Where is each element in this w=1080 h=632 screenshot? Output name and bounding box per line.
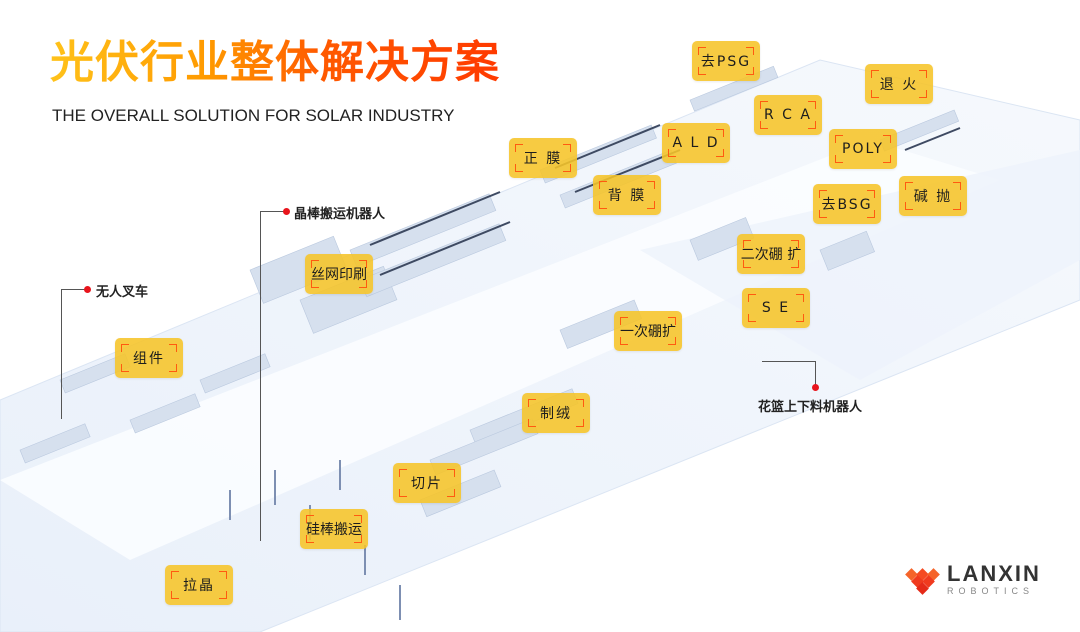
tag-label: 制绒 <box>540 406 572 422</box>
brand-sub: ROBOTICS <box>947 586 1035 596</box>
process-tag-erci-pengkuo[interactable]: 二次硼 扩 <box>737 234 805 274</box>
callout-line-basket-h <box>762 361 816 362</box>
brand-name: LANXIN <box>947 561 1041 586</box>
callout-jingbang-robot: 晶棒搬运机器人 <box>294 207 386 222</box>
tag-label: 去BSG <box>821 197 873 213</box>
callout-line-basket-v <box>815 361 816 385</box>
callout-dot-basket <box>812 384 819 391</box>
tag-label: 一次硼扩 <box>620 324 676 340</box>
callout-line-forklift-h <box>61 289 85 290</box>
callout-line-forklift <box>61 289 62 419</box>
tag-label: A L D <box>672 135 720 151</box>
tag-label: 去PSG <box>700 54 752 70</box>
process-tag-se[interactable]: S E <box>742 288 810 328</box>
process-tag-tui-huo[interactable]: 退 火 <box>865 64 933 104</box>
callout-line-jingbang-h <box>260 211 284 212</box>
process-tag-zujian[interactable]: 组件 <box>115 338 183 378</box>
page-title: 光伏行业整体解决方案 <box>50 37 500 88</box>
process-tag-zhirong[interactable]: 制绒 <box>522 393 590 433</box>
callout-basket-robot: 花篮上下料机器人 <box>758 400 863 415</box>
tag-label: 丝网印刷 <box>311 267 367 283</box>
tag-label: 退 火 <box>879 77 919 93</box>
process-tag-qiepian[interactable]: 切片 <box>393 463 461 503</box>
callout-forklift: 无人叉车 <box>96 285 149 300</box>
tag-label: 拉晶 <box>183 578 215 594</box>
tag-label: 背 膜 <box>607 188 647 204</box>
process-tag-rca[interactable]: R C A <box>754 95 822 135</box>
tag-label: R C A <box>764 107 812 123</box>
process-tag-yici-pengkuo[interactable]: 一次硼扩 <box>614 311 682 351</box>
tag-label: 切片 <box>411 476 443 492</box>
tag-label: 二次硼 扩 <box>740 247 802 263</box>
process-tag-qu-bsg[interactable]: 去BSG <box>813 184 881 224</box>
tag-label: 正 膜 <box>523 151 563 167</box>
lanxin-logo-icon <box>905 568 940 595</box>
process-tag-ald[interactable]: A L D <box>662 123 730 163</box>
page-subtitle: THE OVERALL SOLUTION FOR SOLAR INDUSTRY <box>52 106 455 125</box>
process-tag-lajing[interactable]: 拉晶 <box>165 565 233 605</box>
callout-dot-jingbang <box>283 208 290 215</box>
machine-stripes <box>369 124 961 276</box>
process-tag-bei-mo[interactable]: 背 膜 <box>593 175 661 215</box>
tag-label: 组件 <box>133 351 165 367</box>
tag-label: 硅棒搬运 <box>306 522 362 538</box>
process-tag-jian-pao[interactable]: 碱 抛 <box>899 176 967 216</box>
process-tag-guibang-banyun[interactable]: 硅棒搬运 <box>300 509 368 549</box>
callout-dot-forklift <box>84 286 91 293</box>
process-tag-qu-psg[interactable]: 去PSG <box>692 41 760 81</box>
process-tag-zheng-mo[interactable]: 正 膜 <box>509 138 577 178</box>
brand-logo: LANXIN ROBOTICS <box>947 563 1041 597</box>
process-tag-siwang-yinshua[interactable]: 丝网印刷 <box>305 254 373 294</box>
tag-label: POLY <box>842 141 884 157</box>
floor-right <box>640 150 1080 380</box>
tag-label: 碱 抛 <box>913 189 953 205</box>
tag-label: S E <box>761 300 791 316</box>
process-tag-poly[interactable]: POLY <box>829 129 897 169</box>
callout-line-jingbang <box>260 211 261 541</box>
